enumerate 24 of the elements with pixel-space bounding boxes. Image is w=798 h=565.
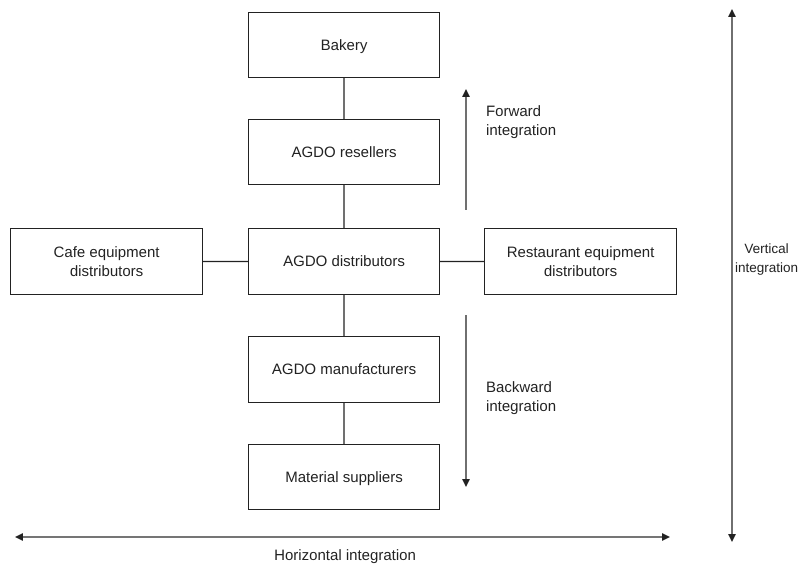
process-box	[10, 228, 203, 295]
annotation-text: Backward integration	[486, 378, 558, 416]
annotation-text: Vertical integration	[735, 240, 798, 277]
process-box	[248, 12, 440, 78]
connector-line	[440, 260, 484, 262]
process-box	[248, 444, 440, 510]
box-label: Material suppliers	[284, 468, 404, 486]
connector-line	[343, 295, 345, 336]
connector-line	[343, 185, 345, 228]
box-label: AGDO resellers	[290, 142, 398, 162]
annotation-text: Forward integration	[486, 102, 558, 140]
box-label: Bakery	[320, 36, 368, 54]
box-label: Cafe equipment distributors	[52, 242, 160, 280]
box-label: AGDO distributors	[282, 252, 406, 271]
annotation-text: Horizontal integration	[273, 546, 417, 565]
process-box	[248, 336, 440, 403]
connector-line	[203, 260, 248, 262]
process-box	[484, 228, 677, 295]
box-label: AGDO manufacturers	[270, 360, 418, 379]
process-box	[248, 119, 440, 185]
connector-line	[343, 403, 345, 444]
process-box	[248, 228, 440, 295]
connector-line	[343, 78, 345, 119]
box-label: Restaurant equipment distributors	[506, 242, 656, 280]
